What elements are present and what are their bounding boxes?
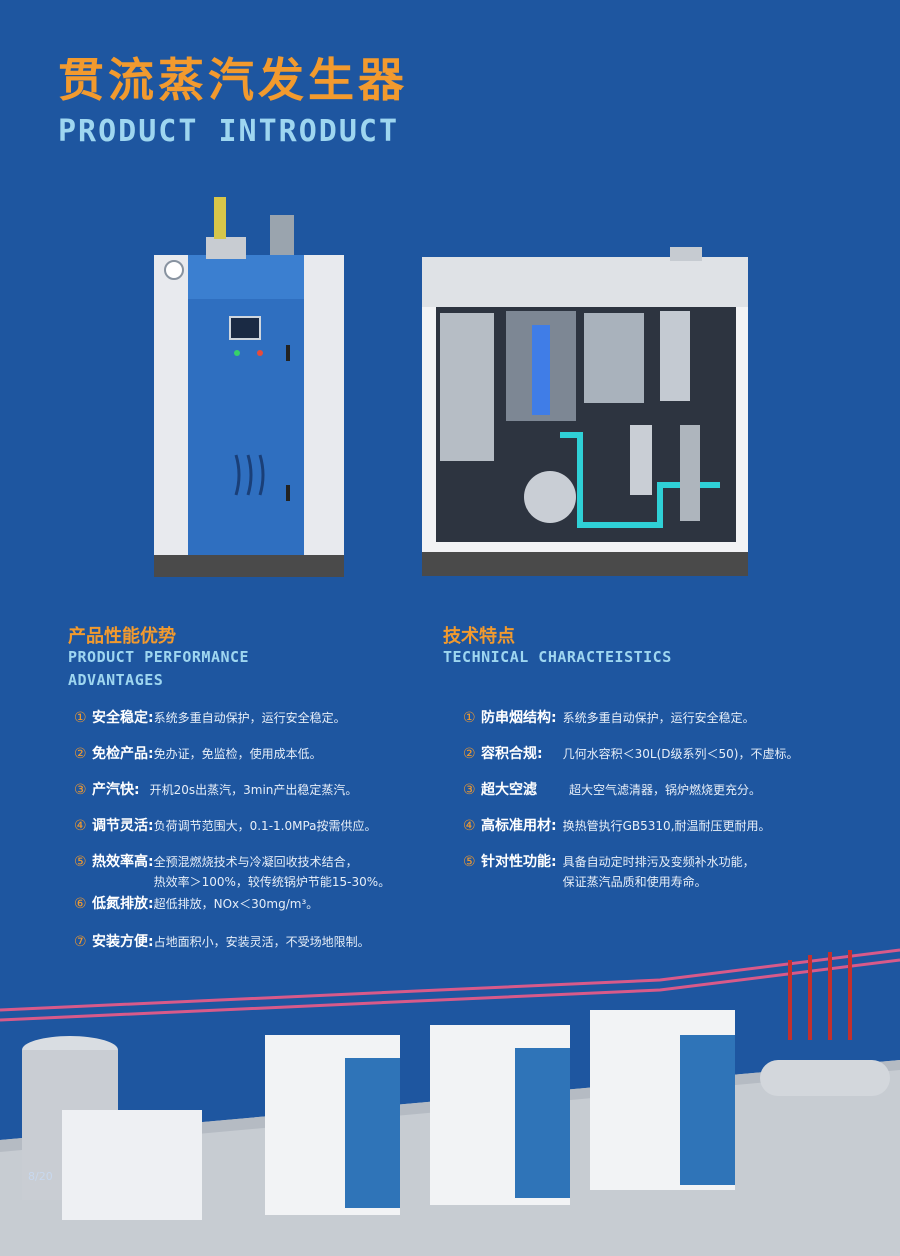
- item-number: ③: [74, 782, 87, 798]
- item-number: ④: [463, 818, 476, 834]
- steam-generator-cutaway: [422, 247, 748, 576]
- item-number: ①: [463, 710, 476, 726]
- item-desc: 占地面积小，安装灵活，不受场地限制。: [153, 935, 370, 949]
- item-desc: 换热管执行GB5310,耐温耐压更耐用。: [562, 819, 771, 833]
- item-label: 调节灵活:: [92, 818, 154, 834]
- item-desc: 系统多重自动保护，运行安全稳定。: [562, 711, 755, 725]
- performance-item: ② 免检产品: 免办证，免监检，使用成本低。: [74, 744, 322, 764]
- page-number: 8/20: [28, 1170, 53, 1183]
- page-title-en: PRODUCT INTRODUCT: [58, 114, 400, 149]
- item-number: ③: [463, 782, 476, 798]
- item-label: 安全稳定:: [92, 710, 154, 726]
- performance-item: ④ 调节灵活: 负荷调节范围大，0.1-1.0MPa按需供应。: [74, 816, 377, 836]
- item-number: ⑥: [74, 896, 87, 912]
- item-desc: 几何水容积＜30L(D级系列＜50)，不虚标。: [562, 747, 799, 761]
- item-number: ②: [463, 746, 476, 762]
- item-label: 防串烟结构:: [481, 710, 557, 726]
- technical-heading-en: TECHNICAL CHARACTEISTICS: [443, 648, 672, 666]
- item-label: 超大空滤: [481, 782, 537, 798]
- item-desc: 全预混燃烧技术与冷凝回收技术结合， 热效率＞100%，较传统锅炉节能15-30%…: [153, 855, 391, 889]
- performance-item: ⑤ 热效率高: 全预混燃烧技术与冷凝回收技术结合， 热效率＞100%，较传统锅炉…: [74, 852, 390, 892]
- item-desc: 免办证，免监检，使用成本低。: [153, 747, 322, 761]
- item-label: 容积合规:: [481, 746, 543, 762]
- item-label: 热效率高:: [92, 854, 154, 870]
- item-desc: 超大空气滤清器，锅炉燃烧更充分。: [569, 783, 762, 797]
- performance-heading-en-line1: PRODUCT PERFORMANCE: [68, 648, 250, 666]
- item-desc: 具备自动定时排污及变频补水功能， 保证蒸汽品质和使用寿命。: [562, 855, 755, 889]
- hero-product-illustration: [154, 197, 748, 577]
- technical-item: ③ 超大空滤 超大空气滤清器，锅炉燃烧更充分。: [463, 780, 761, 800]
- performance-item: ⑥ 低氮排放: 超低排放，NOx＜30mg/m³。: [74, 894, 318, 914]
- performance-heading-cn: 产品性能优势: [68, 626, 176, 647]
- technical-item: ⑤ 针对性功能: 具备自动定时排污及变频补水功能， 保证蒸汽品质和使用寿命。: [463, 852, 755, 892]
- technical-item: ② 容积合规: 几何水容积＜30L(D级系列＜50)，不虚标。: [463, 744, 798, 764]
- performance-heading-en-line2: ADVANTAGES: [68, 671, 164, 689]
- item-desc: 系统多重自动保护，运行安全稳定。: [153, 711, 346, 725]
- item-desc: 负荷调节范围大，0.1-1.0MPa按需供应。: [153, 819, 377, 833]
- performance-item: ③ 产汽快: 开机20s出蒸汽，3min产出稳定蒸汽。: [74, 780, 357, 800]
- item-label: 低氮排放:: [92, 896, 154, 912]
- item-number: ⑤: [463, 854, 476, 870]
- item-number: ①: [74, 710, 87, 726]
- technical-item: ① 防串烟结构: 系统多重自动保护，运行安全稳定。: [463, 708, 755, 728]
- item-label: 产汽快:: [92, 782, 140, 798]
- page-title-cn: 贯流蒸汽发生器: [58, 53, 408, 107]
- performance-item: ① 安全稳定: 系统多重自动保护，运行安全稳定。: [74, 708, 346, 728]
- item-number: ②: [74, 746, 87, 762]
- item-number: ⑤: [74, 854, 87, 870]
- item-desc: 超低排放，NOx＜30mg/m³。: [153, 897, 319, 911]
- performance-item: ⑦ 安装方便: 占地面积小，安装灵活，不受场地限制。: [74, 932, 370, 952]
- item-label: 针对性功能:: [481, 854, 557, 870]
- item-number: ④: [74, 818, 87, 834]
- technical-heading-cn: 技术特点: [443, 626, 515, 647]
- item-desc: 开机20s出蒸汽，3min产出稳定蒸汽。: [149, 783, 358, 797]
- technical-item: ④ 高标准用材: 换热管执行GB5310,耐温耐压更耐用。: [463, 816, 771, 836]
- item-label: 高标准用材:: [481, 818, 557, 834]
- item-label: 安装方便:: [92, 934, 154, 950]
- steam-generator-exterior: [154, 197, 344, 577]
- performance-heading-en: PRODUCT PERFORMANCE ADVANTAGES: [68, 646, 249, 692]
- item-number: ⑦: [74, 934, 87, 950]
- item-label: 免检产品:: [92, 746, 154, 762]
- installation-scene-illustration: [0, 948, 900, 1256]
